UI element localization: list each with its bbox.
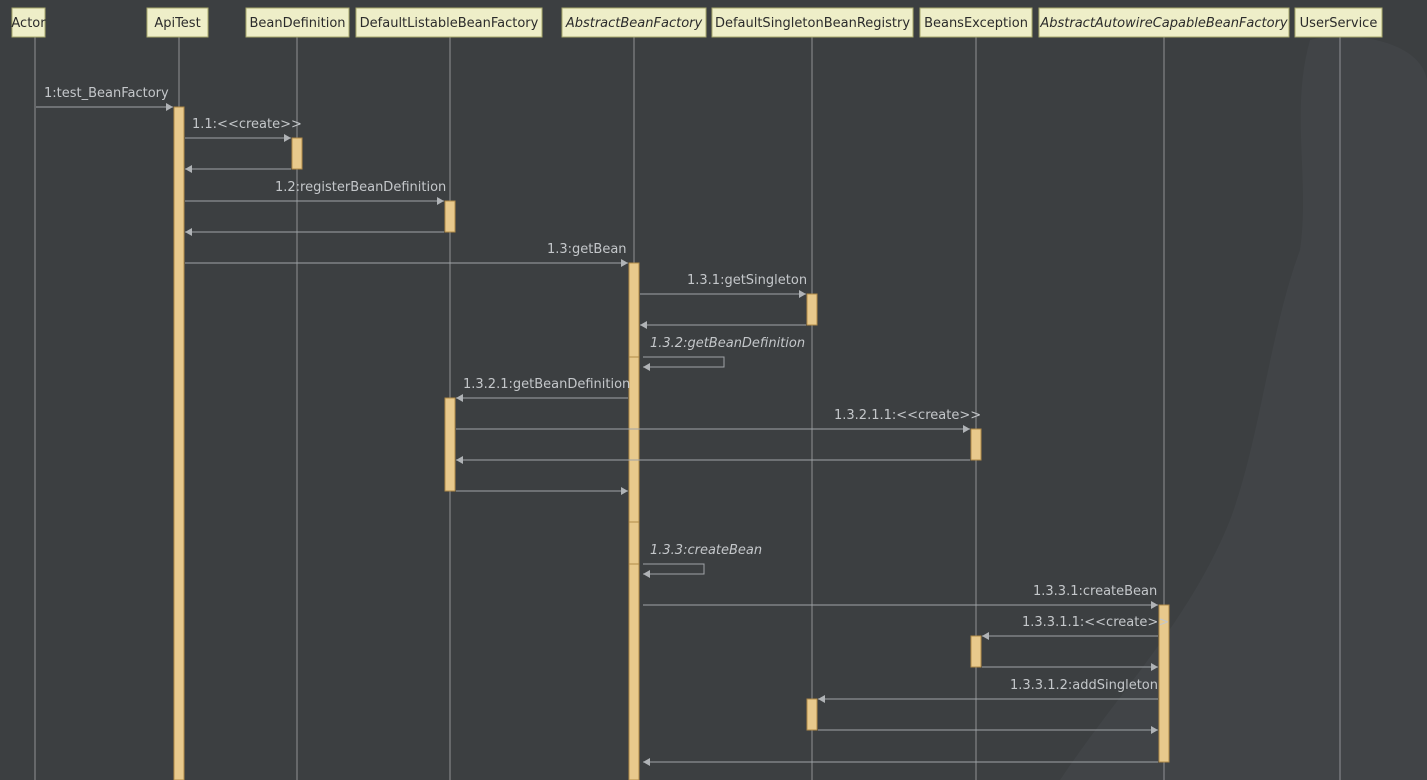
arrowhead: [621, 259, 628, 267]
arrowhead: [166, 103, 173, 111]
participant-bex[interactable]: BeansException: [919, 7, 1033, 38]
arrowhead: [437, 197, 444, 205]
arrowhead: [640, 321, 647, 329]
message-label: 1.3:getBean: [547, 242, 627, 257]
activation-bar-apitest: [173, 106, 185, 780]
message-label: 1.3.3.1.1:<<create>>: [1022, 615, 1169, 630]
arrowhead: [643, 363, 650, 371]
arrowhead: [1151, 663, 1158, 671]
message-label: 1.2:registerBeanDefinition: [275, 180, 446, 195]
participant-label: AbstractBeanFactory: [565, 16, 703, 31]
arrowhead: [621, 487, 628, 495]
participant-box[interactable]: [919, 7, 1033, 38]
message-label: 1.3.1:getSingleton: [687, 273, 807, 288]
self-message-line[interactable]: [643, 356, 725, 368]
participant-label: DefaultSingletonBeanRegistry: [715, 16, 910, 31]
message-label: 1.1:<<create>>: [192, 117, 302, 132]
activation-bar-bex: [970, 428, 982, 461]
message-1.3.2.1.1[interactable]: 1.3.2.1.1:<<create>>: [456, 408, 981, 433]
message-1.3.3.1.1[interactable]: 1.3.3.1.1:<<create>>: [982, 615, 1169, 640]
message-1.3.1[interactable]: 1.3.1:getSingleton: [640, 273, 807, 298]
arrowhead: [1151, 601, 1158, 609]
activation-bar-dsbr: [806, 698, 818, 731]
arrowhead: [799, 290, 806, 298]
message-label: 1.3.2.1:getBeanDefinition: [463, 377, 630, 392]
arrowhead: [456, 394, 463, 402]
activation-bar-dlbf: [444, 397, 456, 492]
arrowhead: [963, 425, 970, 433]
participant-dlbf[interactable]: DefaultListableBeanFactory: [355, 7, 543, 38]
arrowhead: [456, 456, 463, 464]
message-1.2[interactable]: 1.2:registerBeanDefinition: [185, 180, 446, 205]
participant-actor[interactable]: Actor: [11, 7, 46, 38]
message-1.1[interactable]: 1.1:<<create>>: [185, 117, 302, 142]
message-1.3[interactable]: 1.3:getBean: [185, 242, 628, 267]
participant-box[interactable]: [1294, 7, 1383, 38]
participant-beandef[interactable]: BeanDefinition: [245, 7, 350, 38]
message-return[interactable]: [818, 726, 1158, 734]
participant-box[interactable]: [711, 7, 914, 38]
activation-bar-abf: [628, 356, 640, 523]
arrowhead: [1151, 726, 1158, 734]
arrowhead: [643, 570, 650, 578]
message-return[interactable]: [643, 758, 1158, 766]
message-1.3.2[interactable]: 1.3.2:getBeanDefinition: [643, 336, 805, 371]
message-label: 1.3.3:createBean: [650, 543, 762, 558]
participant-label: BeanDefinition: [249, 16, 345, 31]
participant-usersvc[interactable]: UserService: [1294, 7, 1383, 38]
message-label: 1.3.3.1.2:addSingleton: [1010, 678, 1158, 693]
message-return[interactable]: [982, 663, 1158, 671]
message-label: 1.3.2.1.1:<<create>>: [834, 408, 981, 423]
participant-label: UserService: [1300, 16, 1378, 31]
message-1.3.3.1[interactable]: 1.3.3.1:createBean: [643, 584, 1158, 609]
participant-label: ApiTest: [154, 16, 200, 31]
message-1.3.3.1.2[interactable]: 1.3.3.1.2:addSingleton: [818, 678, 1158, 703]
activation-bar-aacbf: [1158, 604, 1170, 763]
message-1.3.3[interactable]: 1.3.3:createBean: [643, 543, 762, 578]
message-return[interactable]: [456, 487, 628, 495]
participant-box[interactable]: [11, 7, 46, 38]
arrowhead: [185, 165, 192, 173]
arrowhead: [185, 228, 192, 236]
message-return[interactable]: [185, 165, 291, 173]
message-return[interactable]: [640, 321, 806, 329]
participant-dsbr[interactable]: DefaultSingletonBeanRegistry: [711, 7, 914, 38]
arrowhead: [284, 134, 291, 142]
participant-box[interactable]: [245, 7, 350, 38]
participant-box[interactable]: [561, 7, 707, 38]
participant-label: DefaultListableBeanFactory: [360, 16, 539, 31]
participant-label: BeansException: [924, 16, 1028, 31]
message-return[interactable]: [456, 456, 970, 464]
participant-box[interactable]: [1038, 7, 1290, 38]
message-label: 1:test_BeanFactory: [44, 86, 169, 101]
participant-box[interactable]: [146, 7, 209, 38]
message-return[interactable]: [185, 228, 444, 236]
activation-bar-abf: [628, 563, 640, 780]
message-1[interactable]: 1:test_BeanFactory: [36, 86, 173, 111]
arrowhead: [818, 695, 825, 703]
activation-bar-beandef: [291, 137, 303, 170]
participant-label: AbstractAutowireCapableBeanFactory: [1039, 16, 1288, 31]
message-1.3.2.1[interactable]: 1.3.2.1:getBeanDefinition: [456, 377, 630, 402]
arrowhead: [643, 758, 650, 766]
message-label: 1.3.3.1:createBean: [1033, 584, 1157, 599]
message-label: 1.3.2:getBeanDefinition: [650, 336, 805, 351]
participant-label: Actor: [11, 16, 46, 31]
background-illustration: [1060, 36, 1427, 780]
participant-aacbf[interactable]: AbstractAutowireCapableBeanFactory: [1038, 7, 1290, 38]
activation-bar-bex: [970, 635, 982, 668]
activation-bar-dlbf: [444, 200, 456, 233]
participant-box[interactable]: [355, 7, 543, 38]
activation-bar-dsbr: [806, 293, 818, 326]
participant-apitest[interactable]: ApiTest: [146, 7, 209, 38]
arrowhead: [982, 632, 989, 640]
participant-abf[interactable]: AbstractBeanFactory: [561, 7, 707, 38]
self-message-line[interactable]: [643, 563, 705, 575]
